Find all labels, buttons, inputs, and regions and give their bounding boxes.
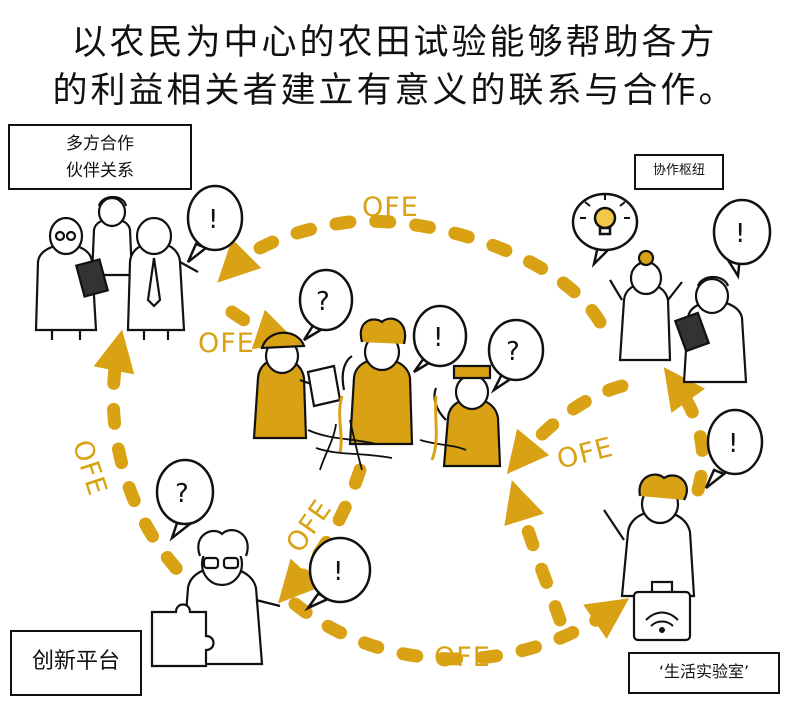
wifi-icon (645, 611, 679, 633)
speech-bubble-lightbulb (571, 192, 639, 268)
living-lab-group (603, 473, 696, 642)
speech-bubble-innovation-exclamation: ! (304, 536, 372, 612)
innovation-group (150, 529, 281, 668)
person-tie-man (126, 216, 199, 340)
ofe-label-center-left: OFE (198, 328, 255, 359)
partnership-box: 多方合作 伙伴关系 (8, 124, 192, 190)
ofe-label-bottom: OFE (434, 642, 491, 673)
inner-arrow-down-left (278, 463, 367, 604)
loop-arrow-top (217, 214, 607, 329)
farmer-curly-center (341, 317, 414, 446)
exclamation-mark: ! (728, 429, 738, 459)
speech-bubble-center-question: ? (298, 268, 354, 342)
speech-bubble-living-lab: ! (704, 408, 764, 489)
exclamation-mark: ! (433, 323, 443, 353)
ofe-label-top: OFE (362, 192, 419, 223)
exclamation-mark: ! (735, 219, 745, 249)
exclamation-mark: ! (333, 557, 343, 587)
speech-bubble-right-question: ? (487, 318, 545, 394)
inner-arrow-right (506, 379, 629, 475)
partnership-label-line-2: 伙伴关系 (66, 161, 134, 181)
exclamation-mark: ! (208, 205, 218, 235)
loop-arrow-left (93, 329, 212, 603)
coordination-group (609, 249, 748, 384)
partnership-label-line-1: 多方合作 (66, 134, 134, 154)
innovation-box: 创新平台 (10, 630, 142, 696)
ofe-label-right: OFE (554, 432, 617, 476)
ofe-label-left: OFE (66, 436, 113, 500)
clipboard-icon (74, 258, 110, 298)
soil-roots (307, 395, 467, 471)
document-icon (306, 364, 342, 408)
lightbulb-icon (580, 194, 630, 236)
question-mark: ? (506, 337, 520, 367)
speech-bubbles: ! ! ? ! ? (155, 184, 772, 612)
briefcase-icon (632, 580, 692, 642)
question-mark: ? (316, 287, 330, 317)
living-lab-box: ‘生活实验室’ (628, 652, 780, 694)
person-glasses-curly (180, 529, 281, 666)
speech-bubble-coordination: ! (712, 198, 772, 280)
loop-arrow-right (663, 367, 710, 497)
center-farmers-group (252, 317, 502, 471)
person-woman-back (90, 195, 134, 277)
farmer-cap-right (433, 364, 502, 468)
loop-arrow-bottom (288, 597, 630, 666)
partnership-group (34, 195, 199, 340)
speech-bubble-innovation-question: ? (155, 458, 215, 542)
person-woman-curly (603, 473, 696, 598)
inner-arrow-up (504, 480, 567, 627)
headline-line-1: 以农民为中心的农田试验能够帮助各方 (71, 23, 718, 63)
speech-bubble-partnership: ! (186, 184, 244, 263)
clipboard-icon (673, 311, 711, 353)
question-mark: ? (175, 479, 189, 509)
headline-line-2: 的利益相关者建立有意义的联系与合作。 (52, 71, 737, 111)
speech-bubble-center-exclamation: ! (412, 304, 468, 374)
person-woman-bun (609, 249, 683, 362)
coordination-box: 协作枢纽 (634, 154, 724, 190)
puzzle-piece-icon (150, 603, 215, 668)
